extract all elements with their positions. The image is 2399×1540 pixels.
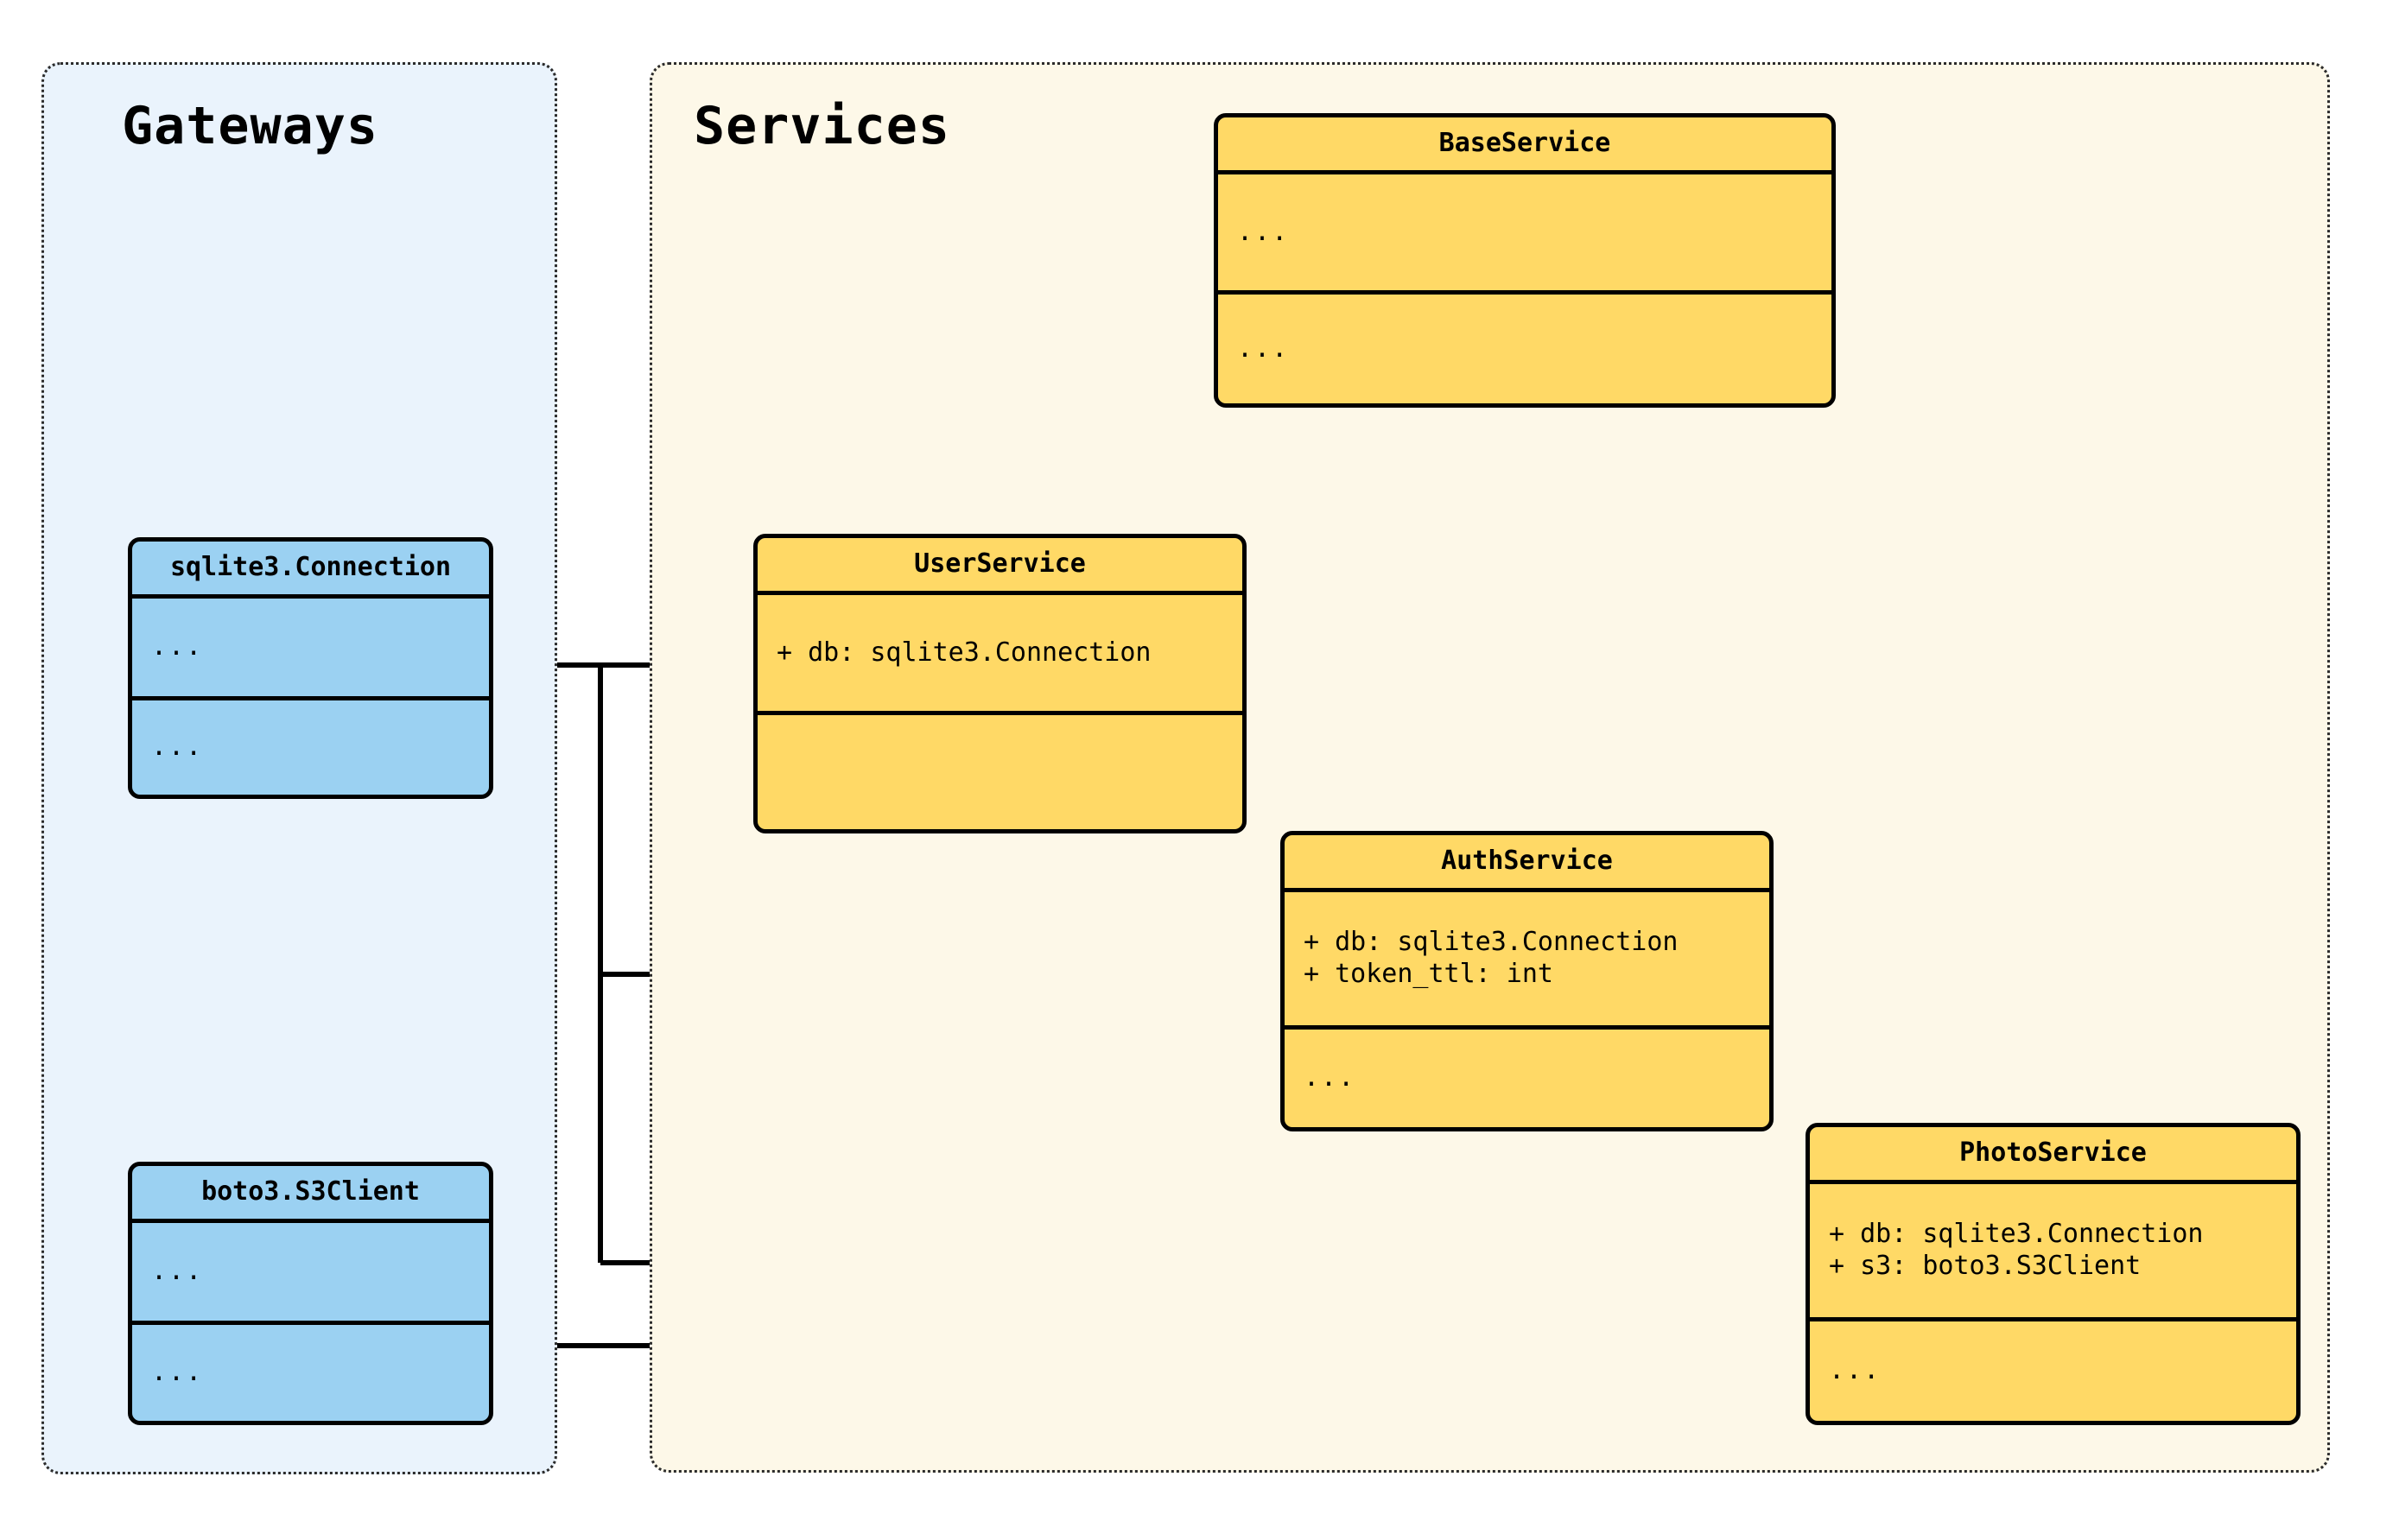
method-row: ... [151, 732, 204, 763]
attribute-row: + token_ttl: int [1304, 959, 1553, 989]
attribute-row: + db: sqlite3.Connection [1304, 927, 1679, 958]
class-methods-photoservice: ... [1810, 1317, 2296, 1421]
attribute-row: + db: sqlite3.Connection [1829, 1219, 2204, 1250]
attribute-row: + db: sqlite3.Connection [777, 637, 1152, 668]
class-title-userservice: UserService [758, 538, 1242, 595]
method-row: ... [1304, 1062, 1356, 1093]
method-row: ... [1237, 333, 1290, 364]
class-title-baseservice: BaseService [1218, 117, 1831, 174]
class-box-authservice[interactable]: AuthService + db: sqlite3.Connection + t… [1280, 831, 1774, 1131]
attribute-row: ... [151, 631, 204, 662]
class-box-baseservice[interactable]: BaseService ... ... [1214, 113, 1836, 408]
class-attributes-photoservice: + db: sqlite3.Connection + s3: boto3.S3C… [1810, 1184, 2296, 1317]
method-row: ... [1829, 1355, 1882, 1386]
class-attributes-authservice: + db: sqlite3.Connection + token_ttl: in… [1285, 892, 1769, 1025]
attribute-row: + s3: boto3.S3Client [1829, 1251, 2142, 1281]
class-box-photoservice[interactable]: PhotoService + db: sqlite3.Connection + … [1806, 1123, 2301, 1425]
class-attributes-boto3-s3client: ... [132, 1223, 489, 1321]
class-attributes-sqlite3-connection: ... [132, 599, 489, 696]
class-title-authservice: AuthService [1285, 835, 1769, 892]
attribute-row: ... [1237, 216, 1290, 247]
attribute-row: ... [151, 1256, 204, 1287]
class-box-userservice[interactable]: UserService + db: sqlite3.Connection [753, 534, 1247, 833]
class-box-boto3-s3client[interactable]: boto3.S3Client ... ... [128, 1162, 493, 1425]
cluster-gateways-title: Gateways [122, 96, 378, 156]
class-title-sqlite3-connection: sqlite3.Connection [132, 542, 489, 599]
class-attributes-userservice: + db: sqlite3.Connection [758, 595, 1242, 711]
class-title-photoservice: PhotoService [1810, 1127, 2296, 1184]
class-methods-boto3-s3client: ... [132, 1321, 489, 1421]
class-methods-sqlite3-connection: ... [132, 696, 489, 795]
class-box-sqlite3-connection[interactable]: sqlite3.Connection ... ... [128, 537, 493, 799]
class-title-boto3-s3client: boto3.S3Client [132, 1166, 489, 1223]
class-attributes-baseservice: ... [1218, 174, 1831, 290]
cluster-services-title: Services [694, 96, 950, 156]
class-methods-userservice [758, 711, 1242, 829]
class-methods-authservice: ... [1285, 1025, 1769, 1127]
class-methods-baseservice: ... [1218, 290, 1831, 403]
method-row: ... [151, 1357, 204, 1388]
